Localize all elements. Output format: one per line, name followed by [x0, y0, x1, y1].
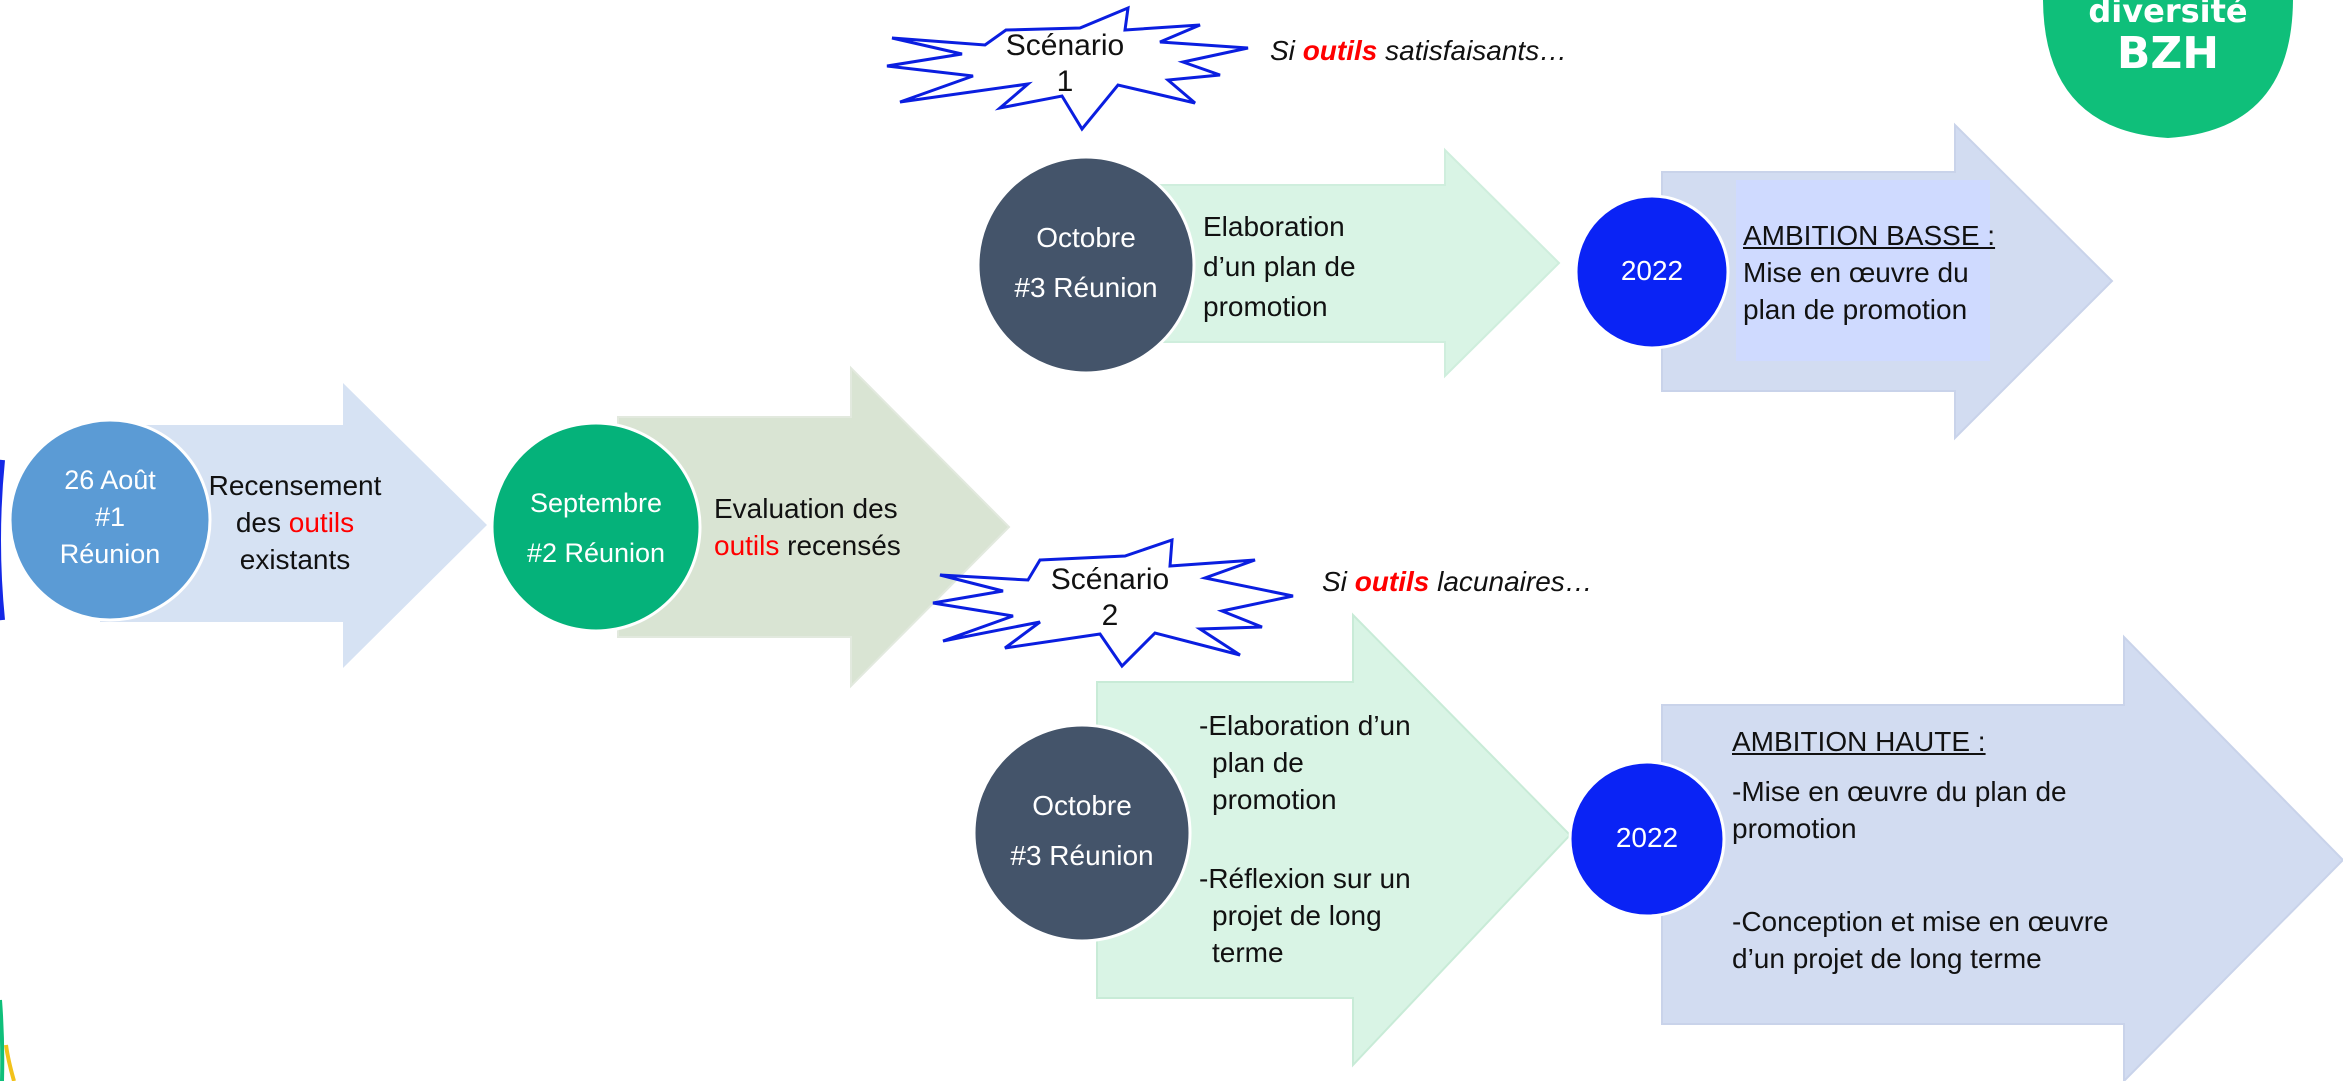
logo-badge [2043, 0, 2293, 138]
stage-1-label-text: des [235, 507, 289, 538]
s1-goal-title: AMBITION BASSE : [1743, 220, 1996, 251]
circle-stage-1-text: 26 Août #1 Réunion [30, 462, 190, 573]
circle-stage-2 [490, 421, 702, 633]
s2-goal-label: AMBITION HAUTE : -Mise en œuvre du plan … [1732, 723, 2152, 977]
burst-scenario-2-text: Scénario 2 [1030, 554, 1190, 642]
scenario-2-condition: Si outils lacunaires… [1322, 566, 1593, 598]
s1-step3-label-line: promotion [1203, 291, 1328, 322]
circle-s2-step3-line: Octobre [1032, 790, 1132, 821]
circle-s1-step3-text: Octobre #3 Réunion [996, 213, 1176, 313]
burst-scenario-1-text: Scénario 1 [985, 20, 1145, 108]
stage-1-label-line: existants [239, 544, 351, 575]
s1-step3-label-line: Elaboration [1203, 211, 1345, 242]
circle-s2-step3-text: Octobre #3 Réunion [992, 781, 1172, 881]
circle-stage-1 [8, 418, 212, 622]
scenario-1-condition-text: Si [1270, 35, 1303, 66]
s2-step3-item-1: -Elaboration d’un plan de promotion [1199, 707, 1439, 818]
burst-scenario-2-line: 2 [1101, 599, 1119, 632]
stage-2-highlight: outils [714, 530, 780, 561]
s1-goal-label: AMBITION BASSE : Mise en œuvre du plan d… [1743, 217, 2003, 328]
stage-2-label: Evaluation des outils recensés [714, 490, 994, 564]
burst-scenario-2 [932, 537, 1294, 669]
arrow-stage-2 [617, 365, 1011, 689]
s2-step3-line: -Elaboration d’un [1199, 710, 1411, 741]
scenario-1-condition-text: satisfaisants… [1377, 35, 1568, 66]
s2-step3-item-2: -Réflexion sur un projet de long terme [1199, 860, 1439, 971]
s1-goal-line: Mise en œuvre du [1743, 257, 1969, 288]
burst-scenario-1-line: 1 [1056, 65, 1074, 98]
burst-scenario-1-line: Scénario [1005, 29, 1125, 62]
burst-scenario-2-line: Scénario [1050, 563, 1170, 596]
s1-goal-textbox [1736, 180, 1990, 361]
circle-s1-goal-year: 2022 [1620, 255, 1684, 286]
stage-2-label-line: Evaluation des [714, 493, 898, 524]
scenario-2-condition-text: lacunaires… [1429, 566, 1593, 597]
scenario-1-condition: Si outils satisfaisants… [1270, 35, 1567, 67]
s2-goal-item-2: -Conception et mise en œuvre d’un projet… [1732, 903, 2152, 977]
s2-step3-line: plan de [1212, 747, 1304, 778]
s2-goal-line: -Mise en œuvre du plan de [1732, 776, 2067, 807]
stage-1-label-line: des outils [200, 504, 390, 541]
stage-1-highlight: outils [288, 507, 355, 538]
circle-stage-1-line: #1 [94, 502, 126, 532]
s1-step3-label-line: d’un plan de [1203, 251, 1356, 282]
circle-s1-step3-line: #3 Réunion [1014, 272, 1158, 303]
s2-goal-title: AMBITION HAUTE : [1732, 726, 1986, 757]
arrow-stage-1 [100, 383, 487, 668]
circle-stage-1-line: 26 Août [64, 465, 156, 495]
circle-stage-2-line: Septembre [529, 488, 663, 518]
s2-step3-line: terme [1212, 937, 1284, 968]
scenario-1-highlight: outils [1302, 35, 1378, 66]
s2-goal-line: d’un projet de long terme [1732, 943, 2042, 974]
circle-s2-step3-line: #3 Réunion [1010, 840, 1154, 871]
circle-stage-2-text: Septembre #2 Réunion [500, 478, 692, 578]
s2-step3-line: projet de long [1212, 900, 1382, 931]
logo-line2: BZH [2116, 28, 2220, 79]
arrow-s1-step3 [1142, 147, 1561, 379]
scenario-2-highlight: outils [1354, 566, 1430, 597]
circle-stage-2-line: #2 Réunion [526, 538, 666, 568]
s2-goal-line: -Conception et mise en œuvre [1732, 906, 2109, 937]
s2-goal-item-1: -Mise en œuvre du plan de promotion [1732, 773, 2152, 847]
s1-step3-label: Elaboration d’un plan de promotion [1203, 207, 1443, 327]
logo-line1: diversité [2088, 0, 2248, 30]
edge-arc-blue [0, 459, 5, 621]
arrow-s2-goal [1661, 634, 2343, 1081]
arrow-s2-step3 [1096, 612, 1572, 1068]
circle-s1-goal [1574, 194, 1730, 350]
stage-2-label-text: recensés [779, 530, 901, 561]
burst-scenario-1 [886, 5, 1249, 132]
stage-1-label: Recensement des outils existants [200, 467, 390, 578]
circle-s2-goal [1568, 760, 1726, 918]
circle-s1-step3-line: Octobre [1036, 222, 1136, 253]
circle-stage-1-line: Réunion [59, 539, 161, 569]
stage-2-label-line: outils recensés [714, 527, 994, 564]
s2-goal-line: promotion [1732, 813, 1857, 844]
circle-s1-step3 [976, 155, 1196, 375]
edge-arc-yellow [4, 1044, 16, 1081]
circle-s2-goal-year: 2022 [1615, 822, 1679, 853]
s2-step3-line: promotion [1212, 784, 1337, 815]
scenario-2-condition-text: Si [1322, 566, 1355, 597]
stage-1-label-line: Recensement [208, 470, 382, 501]
s2-step3-line: -Réflexion sur un [1199, 863, 1411, 894]
edge-arc-green [0, 999, 5, 1081]
s1-goal-line: plan de promotion [1743, 294, 1968, 325]
circle-s2-step3 [972, 723, 1192, 943]
